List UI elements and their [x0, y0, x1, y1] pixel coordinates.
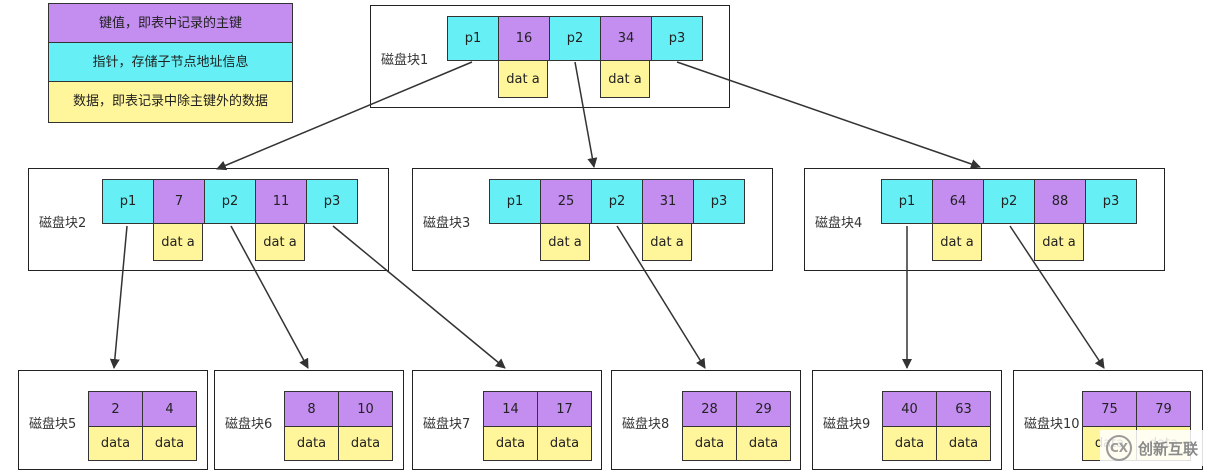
- key-cell: 63: [936, 391, 991, 427]
- disk-block-2: 磁盘块2 p1 7 p2 11 p3 dat a dat a: [28, 168, 389, 271]
- data-cell: data: [284, 426, 339, 461]
- key-cell: 75: [1082, 391, 1137, 427]
- key-cell: 64: [932, 179, 984, 224]
- disk-block-9: 磁盘块9 40 63 data data: [812, 370, 1002, 470]
- data-cell: dat a: [932, 223, 982, 261]
- key-cell: 28: [682, 391, 737, 427]
- pointer-cell: p2: [549, 16, 601, 61]
- key-cell: 17: [537, 391, 592, 427]
- watermark-text: 创新互联: [1138, 439, 1199, 458]
- watermark: CX 创新互联: [1100, 430, 1206, 466]
- pointer-cell: p2: [983, 179, 1035, 224]
- disk-block-1: 磁盘块1 p1 16 p2 34 p3 dat a dat a: [370, 5, 730, 108]
- disk-block-6: 磁盘块6 8 10 data data: [214, 370, 404, 470]
- disk-block-7: 磁盘块7 14 17 data data: [412, 370, 602, 470]
- disk-label: 磁盘块9: [823, 417, 871, 432]
- legend: 键值，即表中记录的主键 指针，存储子节点地址信息 数据，即表记录中除主键外的数据: [48, 3, 293, 123]
- disk-label: 磁盘块3: [423, 216, 471, 231]
- legend-data: 数据，即表记录中除主键外的数据: [49, 82, 292, 122]
- data-cell: dat a: [498, 60, 548, 98]
- key-cell: 16: [498, 16, 550, 61]
- key-cell: 25: [540, 179, 592, 224]
- key-cell: 7: [153, 179, 205, 224]
- data-cell: data: [537, 426, 592, 461]
- key-cell: 34: [600, 16, 652, 61]
- disk-block-5: 磁盘块5 2 4 data data: [18, 370, 208, 470]
- data-cell: data: [736, 426, 791, 461]
- key-cell: 11: [255, 179, 307, 224]
- data-cell: dat a: [153, 223, 203, 261]
- data-cell: data: [936, 426, 991, 461]
- data-cell: dat a: [540, 223, 590, 261]
- key-cell: 31: [642, 179, 694, 224]
- data-cell: data: [483, 426, 538, 461]
- pointer-cell: p1: [447, 16, 499, 61]
- pointer-cell: p1: [102, 179, 154, 224]
- data-cell: dat a: [600, 60, 650, 98]
- key-cell: 8: [284, 391, 339, 427]
- disk-label: 磁盘块4: [815, 216, 863, 231]
- disk-label: 磁盘块6: [225, 417, 273, 432]
- disk-block-4: 磁盘块4 p1 64 p2 88 p3 dat a dat a: [804, 168, 1165, 271]
- data-cell: data: [882, 426, 937, 461]
- pointer-cell: p1: [489, 179, 541, 224]
- key-cell: 4: [142, 391, 197, 427]
- data-cell: data: [142, 426, 197, 461]
- pointer-cell: p2: [204, 179, 256, 224]
- data-cell: dat a: [1034, 223, 1084, 261]
- key-cell: 88: [1034, 179, 1086, 224]
- disk-label: 磁盘块10: [1024, 417, 1080, 432]
- pointer-cell: p3: [651, 16, 703, 61]
- data-cell: dat a: [642, 223, 692, 261]
- data-cell: data: [88, 426, 143, 461]
- key-cell: 79: [1136, 391, 1191, 427]
- key-cell: 29: [736, 391, 791, 427]
- disk-label: 磁盘块1: [381, 53, 429, 68]
- watermark-logo-icon: CX: [1106, 435, 1132, 461]
- data-cell: data: [338, 426, 393, 461]
- key-cell: 14: [483, 391, 538, 427]
- pointer-cell: p3: [1085, 179, 1137, 224]
- disk-label: 磁盘块2: [39, 216, 87, 231]
- legend-key: 键值，即表中记录的主键: [49, 4, 292, 43]
- disk-label: 磁盘块5: [29, 417, 77, 432]
- legend-pointer: 指针，存储子节点地址信息: [49, 43, 292, 82]
- key-cell: 10: [338, 391, 393, 427]
- disk-block-3: 磁盘块3 p1 25 p2 31 p3 dat a dat a: [412, 168, 773, 271]
- pointer-cell: p2: [591, 179, 643, 224]
- pointer-cell: p3: [306, 179, 358, 224]
- disk-block-8: 磁盘块8 28 29 data data: [611, 370, 801, 470]
- data-cell: dat a: [255, 223, 305, 261]
- pointer-cell: p1: [881, 179, 933, 224]
- data-cell: data: [682, 426, 737, 461]
- key-cell: 40: [882, 391, 937, 427]
- disk-label: 磁盘块7: [423, 417, 471, 432]
- pointer-cell: p3: [693, 179, 745, 224]
- disk-label: 磁盘块8: [622, 417, 670, 432]
- key-cell: 2: [88, 391, 143, 427]
